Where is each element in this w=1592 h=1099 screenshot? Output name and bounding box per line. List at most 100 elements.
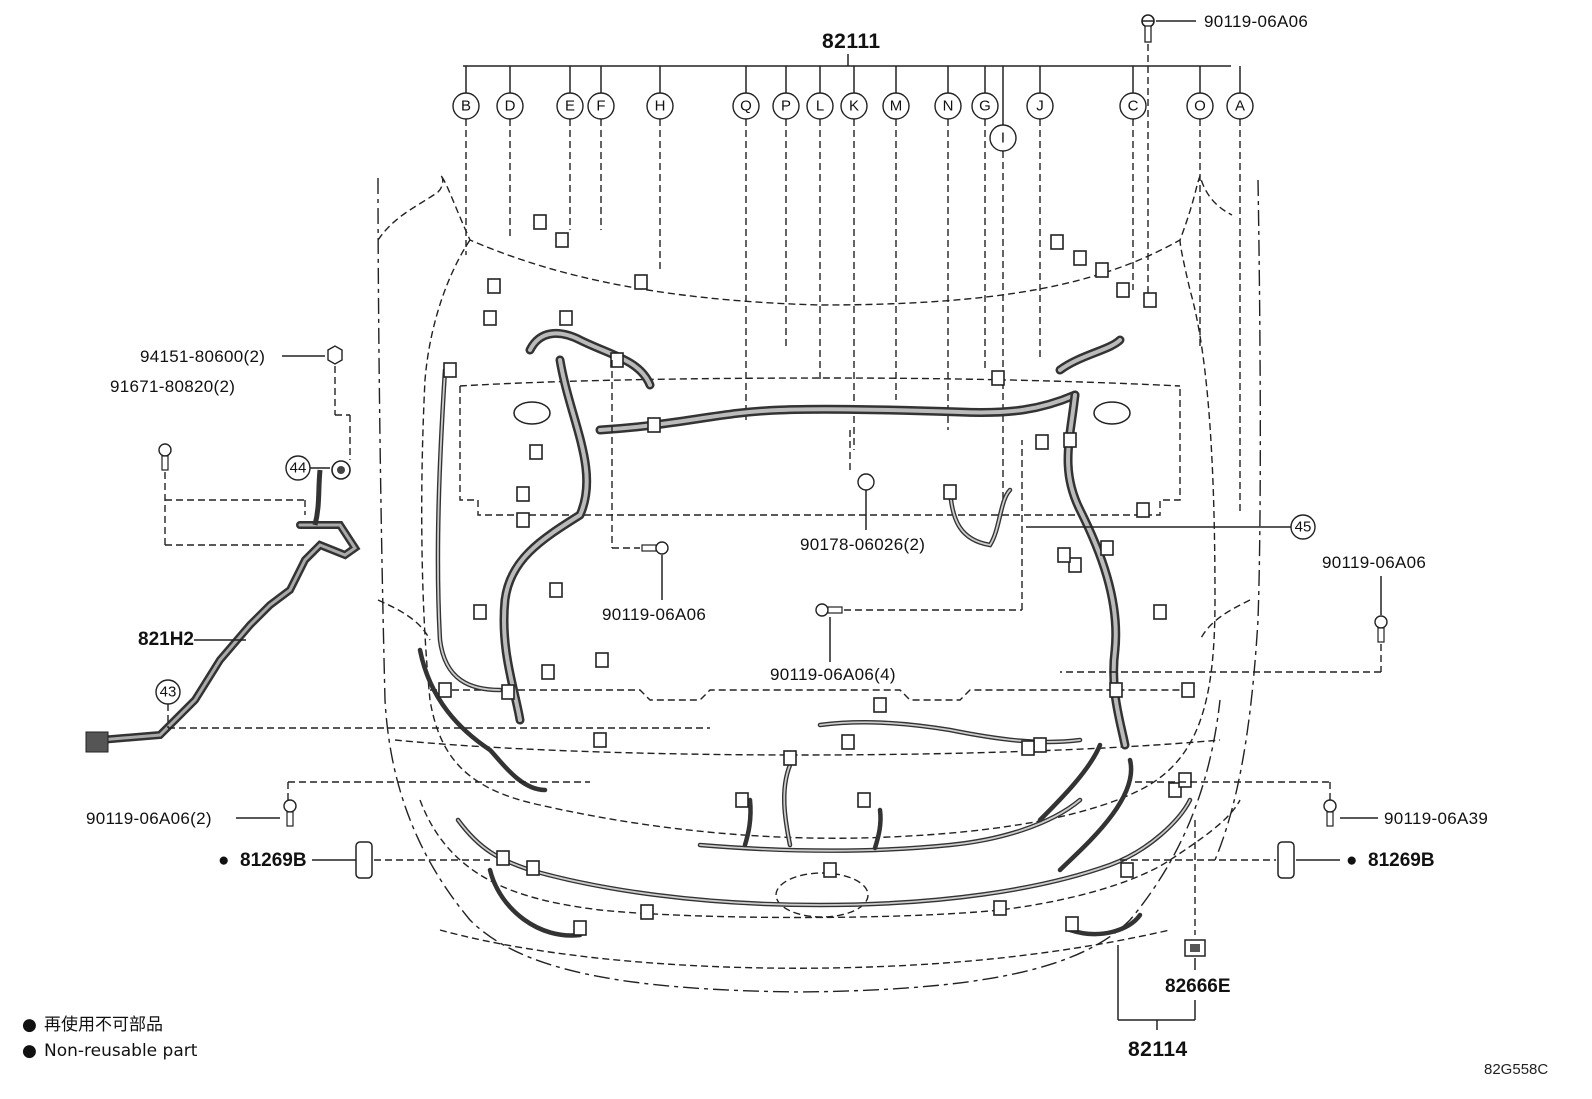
diagram-code: 82G558C	[1484, 1061, 1548, 1078]
connector	[593, 732, 607, 748]
part-91671-label: 91671-80820(2)	[110, 377, 235, 396]
callout-d: D	[496, 92, 524, 240]
part-90119-06a06-top-label: 90119-06A06	[1204, 12, 1308, 31]
main-harness-bracket: 82111	[463, 30, 1241, 125]
connector	[516, 486, 530, 502]
connector	[555, 232, 569, 248]
connector	[991, 370, 1005, 386]
connector	[993, 900, 1007, 916]
connector	[841, 734, 855, 750]
svg-text:P: P	[781, 98, 791, 115]
legend-text-jp: 再使用不可部品	[44, 1014, 163, 1035]
part-94151-label: 94151-80600(2)	[140, 347, 265, 366]
connector	[1120, 862, 1134, 878]
svg-text:B: B	[461, 98, 471, 115]
bolt-center: 90119-06A06(4)	[770, 440, 1023, 684]
svg-text:D: D	[505, 98, 516, 115]
callout-p: P	[772, 92, 800, 350]
connector	[501, 684, 515, 700]
part-82114-label: 82114	[1128, 1038, 1188, 1061]
connector	[1035, 434, 1049, 450]
connector	[634, 274, 648, 290]
connector	[496, 850, 510, 866]
connector	[1095, 262, 1109, 278]
connector	[943, 484, 957, 500]
connector	[1153, 604, 1167, 620]
connector	[529, 444, 543, 460]
nut-94151: 94151-80600(2)	[140, 345, 351, 460]
part-90119-center-left-label: 90119-06A06	[602, 605, 706, 624]
part-90119-lower-left-label: 90119-06A06(2)	[86, 809, 212, 828]
clamp-82666e: 82666E	[1165, 820, 1231, 997]
connector	[541, 664, 555, 680]
callout-a: A	[1226, 92, 1254, 515]
connector	[438, 682, 452, 698]
connector	[1050, 234, 1064, 250]
callout-f: F	[587, 92, 615, 230]
legend-text-en: Non-reusable part	[44, 1041, 198, 1061]
connector	[526, 860, 540, 876]
svg-text:I: I	[1001, 130, 1005, 147]
svg-text:L: L	[816, 98, 824, 115]
svg-text:44: 44	[290, 460, 307, 477]
connector	[1057, 547, 1071, 563]
svg-text:N: N	[943, 98, 954, 115]
bolt-center-left: 90119-06A06	[602, 360, 706, 624]
ref-45: 45	[1026, 514, 1316, 540]
connector	[783, 750, 797, 766]
part-90119-right-label: 90119-06A06	[1322, 553, 1426, 572]
part-821h2-label: 821H2	[138, 629, 194, 650]
svg-text:K: K	[849, 98, 859, 115]
svg-text:M: M	[890, 98, 903, 115]
connector	[1065, 916, 1079, 932]
connector	[823, 862, 837, 878]
connector	[483, 310, 497, 326]
svg-text:43: 43	[160, 684, 177, 701]
connector	[873, 697, 887, 713]
part-90119-center-label: 90119-06A06(4)	[770, 665, 896, 684]
connector	[640, 904, 654, 920]
grommet-right: ● 81269B	[1120, 841, 1435, 879]
non-reusable-mark-left: ●	[218, 850, 229, 871]
connector	[1068, 557, 1082, 573]
connector	[1063, 432, 1077, 448]
ref-44: 44	[285, 455, 330, 481]
connector	[1109, 682, 1123, 698]
callout-o: O	[1186, 92, 1214, 350]
connector	[1168, 782, 1182, 798]
connector	[443, 362, 457, 378]
cable-821h2: 821H2	[85, 460, 361, 753]
svg-text:A: A	[1235, 98, 1245, 115]
connector	[487, 278, 501, 294]
part-81269b-right-label: 81269B	[1368, 850, 1435, 871]
connector	[595, 652, 609, 668]
front-harness-bracket: 82114	[1117, 945, 1196, 1061]
callout-h: H	[646, 92, 674, 270]
connector	[1136, 502, 1150, 518]
svg-text:O: O	[1194, 98, 1206, 115]
connector	[533, 214, 547, 230]
callout-m: M	[882, 92, 910, 400]
callout-k: K	[840, 92, 868, 450]
connector	[573, 920, 587, 936]
svg-text:E: E	[565, 98, 575, 115]
svg-text:J: J	[1036, 98, 1044, 115]
callout-j: J	[1026, 92, 1054, 360]
connector	[610, 352, 624, 368]
legend-symbol-jp: ●	[22, 1015, 37, 1035]
connector	[473, 604, 487, 620]
harness-connectors	[438, 214, 1195, 936]
callout-g: G	[971, 92, 999, 370]
callout-i: I	[989, 124, 1017, 500]
vehicle-body-outline	[377, 173, 1262, 993]
svg-text:H: H	[655, 98, 666, 115]
connector	[1181, 682, 1195, 698]
clip-90178: 90178-06026(2)	[800, 430, 925, 554]
bolt-lower-right: 90119-06A39	[1135, 781, 1488, 828]
callout-q: Q	[732, 92, 760, 420]
callout-l: L	[806, 92, 834, 380]
part-82111-label: 82111	[822, 30, 881, 53]
connector	[1021, 740, 1035, 756]
part-90178-label: 90178-06026(2)	[800, 535, 925, 554]
